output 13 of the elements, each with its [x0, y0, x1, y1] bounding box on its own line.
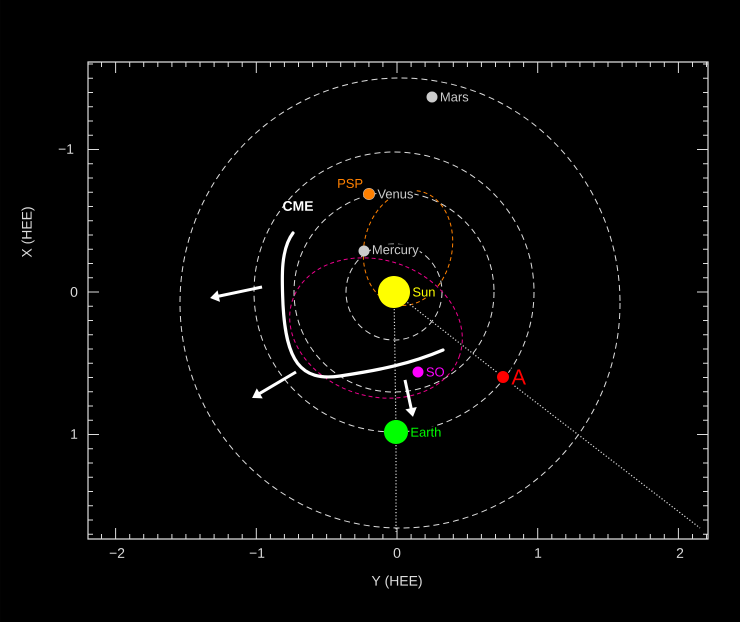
dotted-line	[394, 308, 396, 419]
tick-label: −1	[58, 144, 74, 154]
tick-label: 0	[70, 287, 78, 297]
tick-label: −1	[250, 548, 264, 558]
dotted-line	[407, 302, 498, 374]
tick-label: −2	[110, 548, 124, 558]
axis-title: Y (HEE)	[372, 576, 422, 588]
tick-label: 0	[394, 548, 400, 558]
axis-title: X (HEE)	[22, 207, 34, 258]
cme-label: CME	[283, 201, 313, 211]
tick-label: 2	[676, 548, 684, 558]
tick-label: 1	[535, 548, 542, 558]
tick-label: 1	[71, 429, 78, 439]
